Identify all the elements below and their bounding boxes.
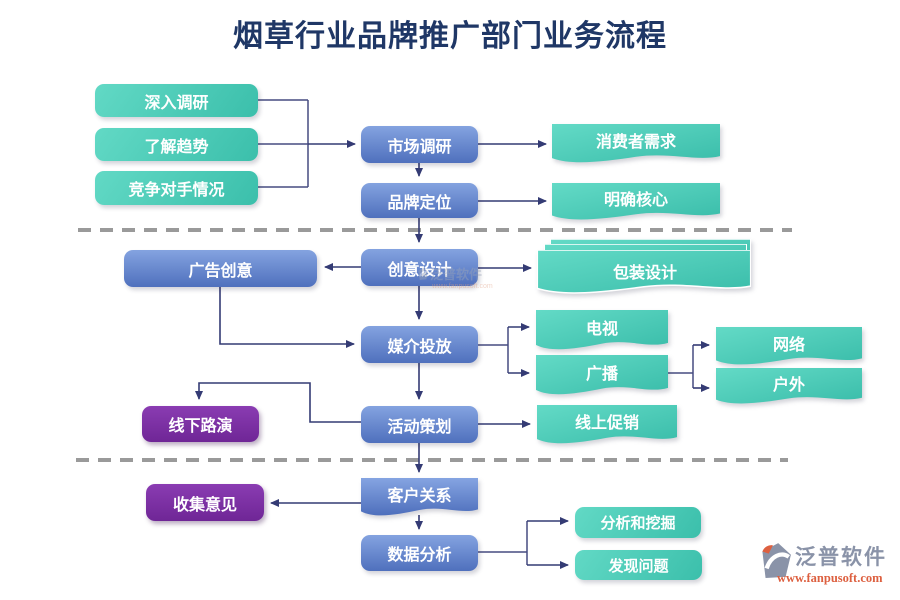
node-find-problems: 发现问题 — [575, 550, 702, 580]
document-shape — [716, 368, 862, 404]
node-ad-creative: 广告创意 — [124, 250, 317, 287]
document-shape — [716, 327, 862, 365]
node-online-promotion: 线上促销 — [537, 405, 677, 446]
node-collect-feedback: 收集意见 — [146, 484, 264, 521]
node-outdoor: 户外 — [716, 368, 862, 406]
fanpu-watermark-icon — [418, 267, 428, 280]
document-shape — [552, 183, 720, 220]
node-data-analysis: 数据分析 — [361, 535, 478, 571]
node-brand-positioning: 品牌定位 — [361, 183, 478, 218]
document-shape — [552, 124, 720, 163]
node-customer-relations: 客户关系 — [361, 478, 478, 518]
page-title: 烟草行业品牌推广部门业务流程 — [233, 20, 667, 53]
document-shape — [361, 478, 478, 516]
node-event-planning: 活动策划 — [361, 406, 478, 443]
node-clarify-core: 明确核心 — [552, 183, 720, 222]
node-consumer-needs: 消费者需求 — [552, 124, 720, 165]
node-competitor-info: 竞争对手情况 — [95, 171, 258, 205]
document-shape — [536, 310, 668, 350]
fanpu-logo: 泛普软件 www.fanpusoft.com — [757, 541, 887, 586]
node-understand-trends: 了解趋势 — [95, 128, 258, 161]
node-media-placement: 媒介投放 — [361, 326, 478, 363]
node-analyze-mine: 分析和挖掘 — [575, 507, 701, 538]
node-packaging-design: 包装设计 — [537, 239, 753, 296]
node-offline-roadshow: 线下路演 — [142, 406, 259, 442]
node-creative-design: 创意设计 — [361, 249, 478, 286]
node-deep-research: 深入调研 — [95, 84, 258, 117]
node-tv: 电视 — [536, 310, 668, 352]
node-network: 网络 — [716, 327, 862, 367]
node-market-research: 市场调研 — [361, 126, 478, 163]
watermark: 泛普软件 www.fanpusoft.com — [416, 264, 506, 290]
fanpu-logo-icon — [762, 543, 791, 578]
document-shape — [537, 250, 751, 294]
document-shape — [537, 405, 677, 444]
node-radio: 广播 — [536, 355, 668, 397]
document-shape — [536, 355, 668, 395]
